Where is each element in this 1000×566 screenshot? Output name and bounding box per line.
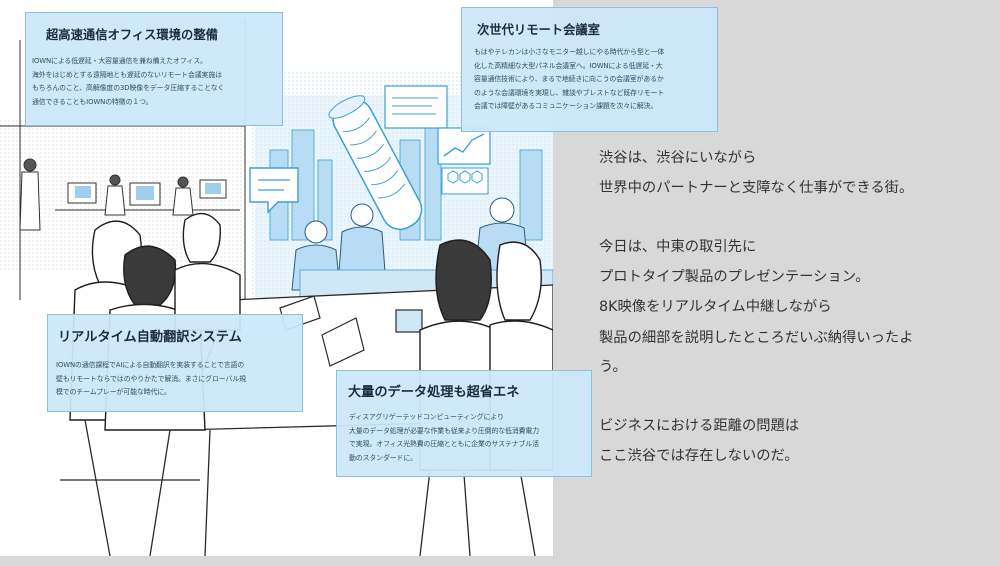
callout-office-title: 超高速通信オフィス環境の整備	[46, 28, 218, 42]
narrative-line: う。	[599, 359, 627, 375]
callout-data-title: 大量のデータ処理も超省エネ	[348, 385, 520, 400]
callout-office-network: 超高速通信オフィス環境の整備 IOWNによる低遅延・大容量通信を兼ね備えたオフィ…	[25, 12, 283, 126]
narrative-line: ビジネスにおける距離の問題は	[599, 418, 800, 434]
narrative-line: プロトタイプ製品のプレゼンテーション。	[599, 269, 870, 285]
callout-remote-meeting: 次世代リモート会議室 もはやテレカンは小さなモニター越しにやる時代から型と一体 …	[461, 7, 718, 132]
narrative-line: 世界中のパートナーと支障なく仕事ができる街。	[599, 180, 914, 196]
callout-translation-title: リアルタイム自動翻訳システム	[58, 330, 242, 345]
callout-data-body: ディスアグリゲーテッドコンピューティングにより 大量のデータ処理が必要な作業も従…	[349, 413, 539, 462]
chat-bubble-icon	[249, 167, 299, 214]
callout-remote-title: 次世代リモート会議室	[477, 23, 600, 37]
narrative-line: 製品の細部を説明したところだいぶ納得いったよ	[599, 330, 914, 346]
narrative-line: 8K映像をリアルタイム中継しながら	[599, 299, 832, 315]
hex-board-icon	[441, 167, 489, 195]
callout-office-body: IOWNによる低遅延・大容量通信を兼ね備えたオフィス。 海外をはじめとする遠隔地…	[32, 57, 225, 106]
callout-translation-body: IOWNの通信課程でAIによる自動翻訳を実装することで言語の 壁もリモートならで…	[56, 361, 246, 397]
callout-auto-translation: リアルタイム自動翻訳システム IOWNの通信課程でAIによる自動翻訳を実装するこ…	[47, 314, 303, 412]
back-office-room	[0, 20, 246, 330]
callout-data-processing: 大量のデータ処理も超省エネ ディスアグリゲーテッドコンピューティングにより 大量…	[336, 370, 592, 477]
presentation-board-icon	[384, 85, 448, 129]
chairs	[60, 419, 536, 556]
narrative-line: 今日は、中東の取引先に	[599, 239, 757, 255]
narrative-line: 渋谷は、渋谷にいながら	[599, 150, 757, 166]
narrative-line: ここ渋谷では存在しないのだ。	[599, 448, 799, 464]
line-chart-icon	[437, 127, 491, 165]
callout-remote-body: もはやテレカンは小さなモニター越しにやる時代から型と一体 化した高精細な大型パネ…	[474, 48, 665, 111]
data-cylinder-icon	[328, 95, 423, 231]
